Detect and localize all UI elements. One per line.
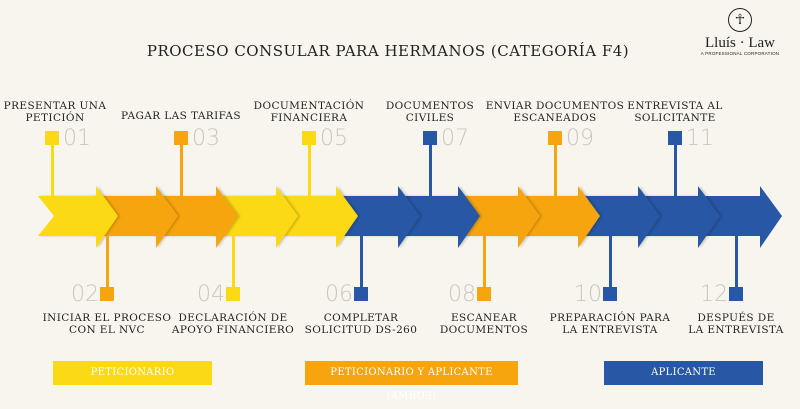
arrow-step-09: [515, 186, 600, 248]
arrow-step-06: [335, 186, 420, 248]
step-marker-square: [423, 131, 437, 145]
step-number: 09: [566, 126, 594, 151]
step-label-line: DOCUMENTOS: [439, 324, 529, 336]
step-label-line: LA ENTREVISTA: [688, 324, 784, 336]
step-label-line: COMPLETAR: [323, 312, 399, 324]
step-label-line: ESCANEADOS: [513, 112, 597, 124]
logo-name: Lluís · Law: [705, 35, 775, 51]
logo-subtitle: A PROFESSIONAL CORPORATION: [700, 51, 780, 56]
arrow-step-01: [38, 186, 118, 248]
step-label-line: LA ENTREVISTA: [562, 324, 658, 336]
step-number: 11: [686, 126, 714, 151]
connector-line: [483, 236, 486, 288]
connector-line: [180, 145, 183, 196]
step-label-line: DOCUMENTOS: [385, 100, 475, 112]
legend-label: PETICIONARIO Y APLICANTE (AMBOS): [330, 367, 493, 402]
connector-line: [674, 145, 677, 196]
step-label-line: ENVIAR DOCUMENTOS: [485, 100, 625, 112]
step-label-line: PREPARACIÓN PARA: [549, 312, 671, 324]
step-number: 12: [700, 282, 728, 307]
step-marker-square: [729, 287, 743, 301]
arrow-step-04: [213, 186, 298, 248]
connector-line: [735, 236, 738, 288]
logo: ☥ Lluís · Law A PROFESSIONAL CORPORATION: [700, 8, 780, 56]
step-number: 10: [574, 282, 602, 307]
step-number: 08: [448, 282, 476, 307]
step-label-line: SOLICITUD DS-260: [304, 324, 418, 336]
step-marker-square: [100, 287, 114, 301]
legend-peticionario: PETICIONARIO: [53, 361, 212, 385]
step-label-line: ENTREVISTA AL: [627, 100, 723, 112]
step-marker-square: [668, 131, 682, 145]
step-number: 01: [63, 126, 91, 151]
connector-line: [609, 236, 612, 288]
step-marker-square: [45, 131, 59, 145]
step-label: PAGAR LAS TARIFAS: [111, 110, 251, 122]
step-marker-square: [354, 287, 368, 301]
step-label-line: DESPUÉS DE: [697, 312, 775, 324]
step-label-line: SOLICITANTE: [634, 112, 716, 124]
step-label-line: APOYO FINANCIERO: [171, 324, 295, 336]
step-label-line: DECLARACIÓN DE: [178, 312, 288, 324]
arrow-step-05: [273, 186, 358, 248]
legend-label: PETICIONARIO: [90, 367, 175, 378]
step-label-line: FINANCIERA: [270, 112, 348, 124]
step-label-line: INICIAR EL PROCESO: [42, 312, 172, 324]
step-label-line: DOCUMENTACIÓN: [253, 100, 365, 112]
step-marker-square: [226, 287, 240, 301]
step-number: 04: [197, 282, 225, 307]
step-marker-square: [174, 131, 188, 145]
arrow-step-07: [395, 186, 480, 248]
dancer-emblem-icon: ☥: [728, 8, 752, 32]
page-title: PROCESO CONSULAR PARA HERMANOS (CATEGORÍ…: [146, 42, 630, 60]
step-label-line: CON EL NVC: [69, 324, 145, 336]
connector-line: [106, 236, 109, 288]
step-marker-square: [302, 131, 316, 145]
connector-line: [554, 145, 557, 196]
step-number: 02: [71, 282, 99, 307]
step-label-line: PRESENTAR UNA: [3, 100, 107, 112]
arrow-step-02: [93, 186, 178, 248]
connector-line: [308, 145, 311, 196]
connector-line: [360, 236, 363, 288]
connector-line: [232, 236, 235, 288]
step-label-line: PETICIÓN: [25, 112, 85, 124]
arrow-step-12: [697, 186, 782, 248]
legend-label: APLICANTE: [651, 367, 716, 378]
step-label-line: CIVILES: [405, 112, 455, 124]
arrow-step-10: [575, 186, 660, 248]
legend-ambos: PETICIONARIO Y APLICANTE (AMBOS): [305, 361, 518, 402]
arrow-step-11: [635, 186, 720, 248]
step-number: 06: [325, 282, 353, 307]
arrow-step-08: [455, 186, 540, 248]
connector-line: [429, 145, 432, 196]
step-number: 07: [441, 126, 469, 151]
step-marker-square: [477, 287, 491, 301]
step-marker-square: [548, 131, 562, 145]
step-label-line: PAGAR LAS TARIFAS: [121, 110, 241, 122]
step-number: 03: [192, 126, 220, 151]
legend-aplicante: APLICANTE: [604, 361, 763, 385]
timeline-arrows: [38, 186, 782, 248]
arrow-step-03: [153, 186, 238, 248]
step-number: 05: [320, 126, 348, 151]
step-label-line: ESCANEAR: [450, 312, 517, 324]
step-marker-square: [603, 287, 617, 301]
connector-line: [51, 145, 54, 196]
